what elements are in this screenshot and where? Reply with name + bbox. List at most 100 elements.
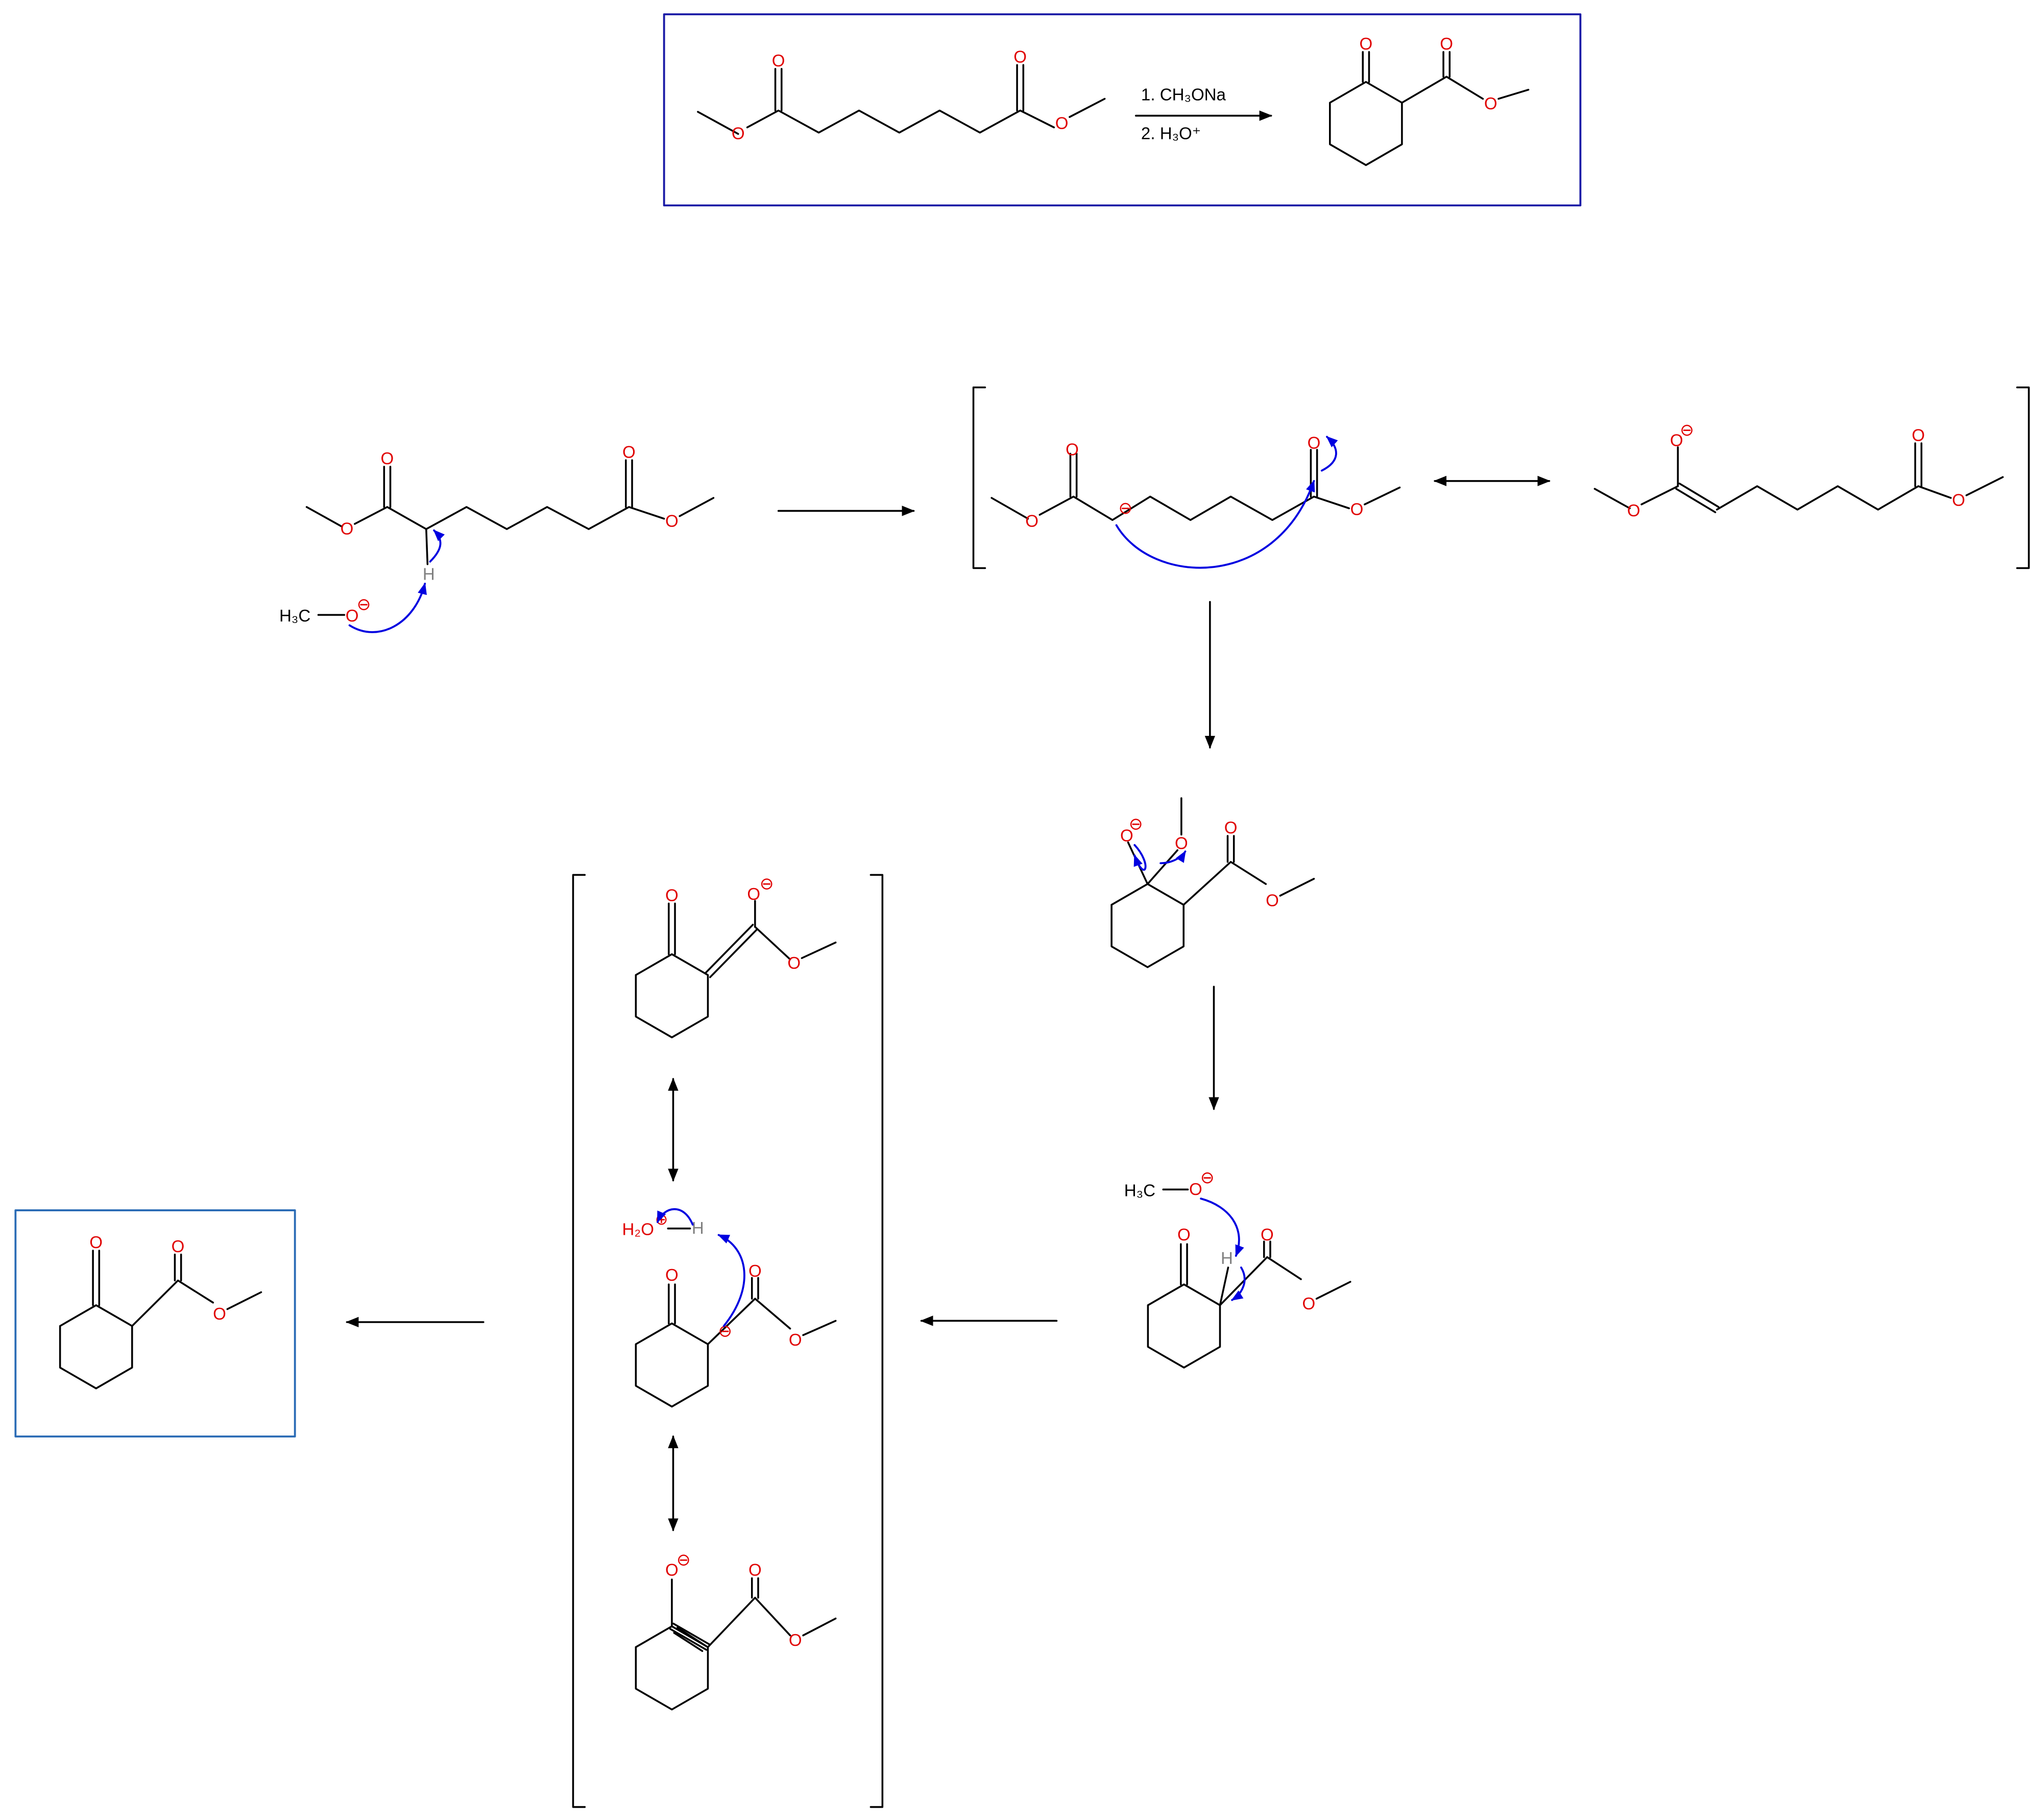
- electron-arrow-ch: [429, 529, 445, 563]
- ketone-oxygen: O: [665, 886, 679, 905]
- carbonyl-oxygen: O: [748, 1561, 762, 1580]
- negative-charge: ⊖: [760, 875, 774, 894]
- electron-arrow-protonation: [717, 1234, 745, 1327]
- hydronium-water: H₂O: [622, 1220, 654, 1239]
- hydrogen-atom: H: [692, 1219, 704, 1238]
- bond: [305, 506, 343, 528]
- bond: [1182, 861, 1267, 906]
- ketone-oxygen: O: [89, 1233, 103, 1252]
- right-bracket: [869, 874, 884, 1808]
- summary-box: [663, 13, 1582, 207]
- methyl-group: H₃C: [279, 607, 310, 626]
- bond: [802, 1320, 837, 1336]
- ester-oxygen: O: [341, 520, 354, 539]
- ester-oxygen: O: [665, 512, 679, 531]
- electron-arrow-ch: [1231, 1266, 1246, 1301]
- c-h-bond: [425, 528, 429, 565]
- enolate-double-bond: [676, 1626, 707, 1647]
- carbonyl-oxygen: O: [1308, 434, 1321, 453]
- methoxide-oxygen: O: [346, 607, 359, 626]
- bond: [1593, 488, 1631, 510]
- ester-oxygen: O: [1266, 892, 1279, 911]
- methoxy-oxygen: O: [1175, 834, 1188, 853]
- bond: [1219, 1256, 1302, 1306]
- enolate-oxygen: O: [1670, 431, 1683, 450]
- bond: [990, 497, 1029, 520]
- carbonyl-oxygen: O: [381, 449, 394, 468]
- enolate-oxygen: O: [747, 885, 760, 904]
- negative-charge: ⊖: [676, 1550, 691, 1569]
- hydrogen-atom: H: [423, 565, 435, 584]
- cyclohexane-ring: [1329, 81, 1403, 166]
- ketone-oxygen: O: [1177, 1226, 1191, 1244]
- electron-arrow-leave: [1159, 850, 1187, 865]
- carbon-chain: [1038, 495, 1350, 521]
- negative-charge: ⊖: [1119, 499, 1133, 518]
- ester-oxygen: O: [1952, 491, 1965, 510]
- electron-arrow-carbonyl: [1320, 436, 1338, 472]
- enolate-double-bond: [1678, 483, 1720, 508]
- negative-charge: ⊖: [1129, 815, 1143, 833]
- ketone-oxygen: O: [665, 1266, 679, 1285]
- product-box: [14, 1209, 296, 1438]
- cyclohexane-ring: [59, 1304, 133, 1390]
- bond: [802, 1617, 837, 1637]
- carbonyl-oxygen: O: [1261, 1226, 1274, 1244]
- electron-arrow-reform: [1133, 844, 1147, 871]
- bond: [1279, 878, 1315, 897]
- carbonyl-oxygen: O: [1912, 426, 1925, 445]
- carbonyl-oxygen: O: [1013, 48, 1027, 67]
- carbon-chain: [353, 506, 665, 530]
- ester-oxygen: O: [789, 1331, 802, 1350]
- enolate-double-bond: [1675, 488, 1717, 513]
- bond: [1146, 849, 1178, 885]
- bond: [1401, 76, 1484, 104]
- enolate-double-bond: [672, 1622, 711, 1645]
- c-h-bond: [1219, 1266, 1229, 1306]
- carbonyl-oxygen: O: [622, 443, 636, 462]
- alkoxide-oxygen: O: [1120, 826, 1133, 845]
- ketone-oxygen: O: [1359, 35, 1372, 54]
- bond: [1640, 485, 1679, 506]
- left-bracket: [972, 386, 986, 569]
- cyclohexane-ring: [635, 1625, 709, 1711]
- enolate-double-bond: [669, 1628, 708, 1651]
- bond: [707, 1298, 791, 1346]
- ester-oxygen: O: [1627, 501, 1640, 520]
- bond: [754, 926, 791, 961]
- bond: [131, 1279, 214, 1327]
- enolate-double-bond: [709, 928, 759, 978]
- ester-oxygen: O: [1025, 512, 1038, 531]
- bond: [1497, 88, 1530, 100]
- cyclohexane-ring: [635, 1322, 709, 1408]
- negative-charge: ⊖: [1680, 421, 1694, 440]
- bond: [226, 1291, 262, 1310]
- enolate-oxygen: O: [665, 1561, 679, 1580]
- carbonyl-oxygen: O: [748, 1262, 762, 1281]
- bond: [1364, 486, 1401, 506]
- negative-charge: ⊖: [357, 595, 371, 614]
- ester-oxygen: O: [1484, 94, 1497, 113]
- electron-arrow-attack: [1115, 480, 1315, 569]
- hydrogen-atom: H: [1221, 1249, 1233, 1268]
- electron-arrow-base: [348, 582, 427, 633]
- bond: [707, 1596, 791, 1648]
- carbonyl-oxygen: O: [1066, 440, 1079, 459]
- cyclohexane-ring: [1110, 883, 1185, 968]
- carbon-chain: [746, 109, 1055, 134]
- right-bracket: [2016, 386, 2030, 569]
- bond: [697, 111, 739, 135]
- left-bracket: [572, 874, 586, 1808]
- enolate-double-bond: [673, 1632, 704, 1652]
- bond: [1965, 476, 2004, 496]
- positive-charge: ⊕: [655, 1211, 668, 1228]
- electron-arrow-oh: [657, 1208, 694, 1226]
- methoxide-oxygen: O: [1189, 1180, 1202, 1199]
- ester-oxygen: O: [789, 1631, 802, 1650]
- ester-oxygen: O: [732, 125, 745, 143]
- cyclohexane-ring: [1147, 1283, 1221, 1369]
- ester-oxygen: O: [213, 1305, 226, 1324]
- ester-oxygen: O: [787, 954, 801, 973]
- bond: [801, 941, 837, 959]
